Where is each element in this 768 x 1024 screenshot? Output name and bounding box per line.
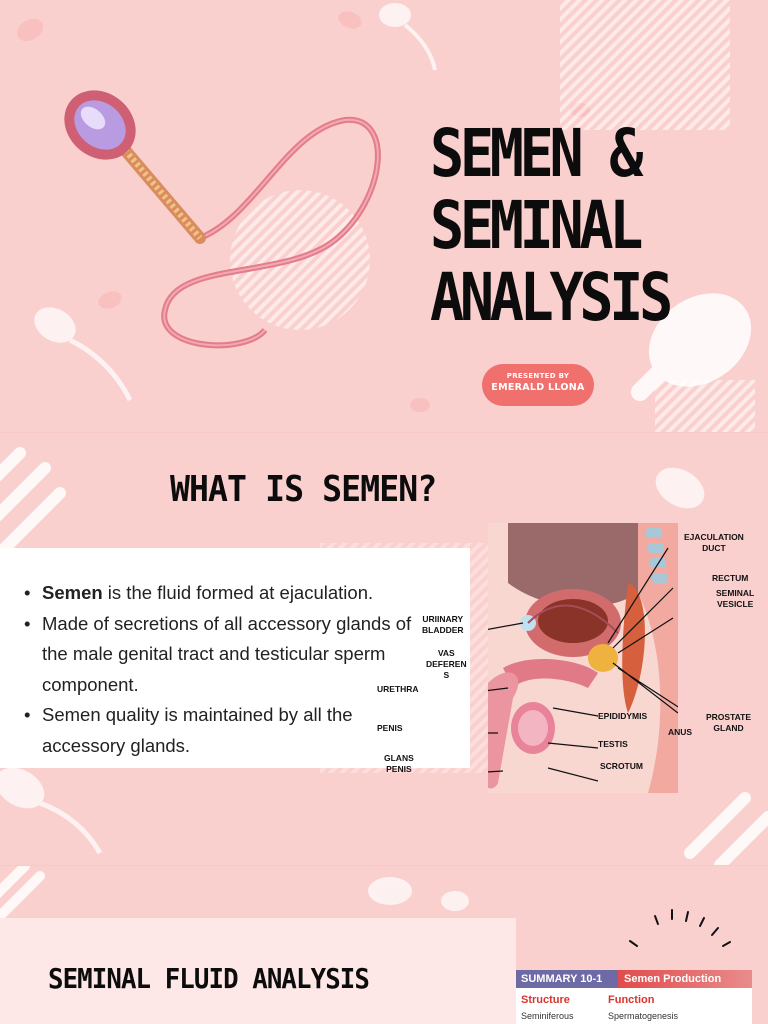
presentation-title: SEMEN & SEMINAL ANALYSIS bbox=[430, 118, 688, 334]
label-prostate-gland: PROSTATE GLAND bbox=[706, 712, 752, 733]
slide-title: WHAT IS SEMEN? bbox=[170, 469, 437, 510]
label-rectum: RECTUM bbox=[712, 573, 749, 583]
summary-header-bar: SUMMARY 10-1 Semen Production bbox=[516, 970, 752, 988]
presenter-badge: PRESENTED BY EMERALD LLONA bbox=[482, 364, 594, 406]
row-function: Spermatogenesis bbox=[608, 1011, 679, 1021]
male-reproductive-anatomy-diagram bbox=[488, 523, 678, 793]
summary-row: Seminiferous Spermatogenesis bbox=[521, 1011, 678, 1021]
label-seminal-vesicle: SEMINAL VESICLE bbox=[716, 588, 755, 609]
label-urinary-bladder: URIINARY BLADDER bbox=[422, 614, 464, 635]
label-penis: PENIS bbox=[377, 723, 403, 733]
title-line-1: SEMEN & bbox=[430, 115, 643, 192]
sperm-illustration bbox=[64, 90, 381, 349]
content-panel bbox=[0, 918, 516, 1024]
summary-table: SUMMARY 10-1 Semen Production Structure … bbox=[516, 970, 752, 1024]
definition-list: Semen is the fluid formed at ejaculation… bbox=[20, 578, 440, 761]
label-testis: TESTIS bbox=[598, 739, 628, 749]
bullet-keyword: Semen bbox=[42, 582, 103, 603]
label-anus: ANUS bbox=[668, 727, 693, 737]
bullet-text: is the fluid formed at ejaculation. bbox=[102, 582, 374, 603]
column-structure: Structure bbox=[521, 994, 570, 1006]
label-urethra: URETHRA bbox=[377, 684, 419, 694]
label-glans-penis: GLANS PENIS bbox=[384, 753, 414, 774]
slide-title: SEMINAL FLUID ANALYSIS bbox=[48, 962, 370, 995]
presenter-name: EMERALD LLONA bbox=[491, 382, 585, 393]
sperm-pattern-background bbox=[0, 866, 731, 947]
summary-tag: SUMMARY 10-1 bbox=[516, 970, 618, 988]
presented-by-label: PRESENTED BY bbox=[506, 372, 570, 380]
label-vas-deferens: VAS DEFEREN S bbox=[426, 648, 467, 680]
label-scrotum: SCROTUM bbox=[600, 761, 643, 771]
label-epididymis: EPIDIDYMIS bbox=[598, 711, 648, 721]
bullet-item: Made of secretions of all accessory glan… bbox=[20, 609, 440, 701]
bullet-text: Made of secretions of all accessory glan… bbox=[42, 612, 412, 695]
bullet-item: Semen is the fluid formed at ejaculation… bbox=[20, 578, 440, 609]
bullet-text: Semen quality is maintained by all the a… bbox=[42, 704, 353, 756]
bullet-item: Semen quality is maintained by all the a… bbox=[20, 700, 440, 761]
sperm-pattern-background bbox=[16, 0, 755, 432]
title-slide: SEMEN & SEMINAL ANALYSIS PRESENTED BY EM… bbox=[0, 0, 768, 432]
label-ejaculation-duct: EJACULATION DUCT bbox=[684, 532, 744, 553]
column-function: Function bbox=[608, 994, 655, 1006]
title-line-3: ANALYSIS bbox=[430, 259, 673, 336]
title-line-2: SEMINAL bbox=[430, 187, 643, 264]
what-is-semen-slide: WHAT IS SEMEN? Semen is the fluid formed… bbox=[0, 433, 768, 865]
row-structure: Seminiferous bbox=[521, 1011, 574, 1021]
summary-column-headers: Structure Function bbox=[521, 994, 654, 1006]
sunburst-decoration bbox=[629, 909, 731, 947]
seminal-fluid-analysis-slide: SEMINAL FLUID ANALYSIS SUMMARY 10-1 Seme… bbox=[0, 866, 768, 1024]
summary-title: Semen Production bbox=[618, 970, 752, 988]
